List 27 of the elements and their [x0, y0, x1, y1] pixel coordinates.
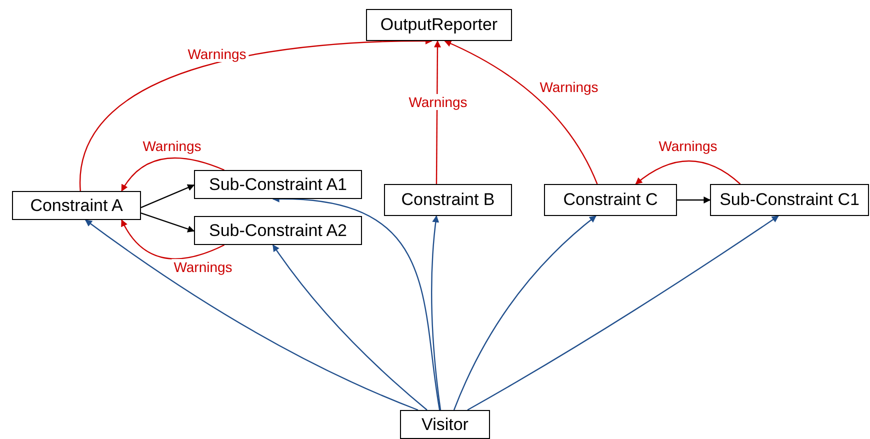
arrow: [467, 216, 779, 411]
edge-label: Warnings: [538, 79, 600, 95]
arrow: [434, 40, 441, 184]
arrow: [121, 219, 224, 260]
process-box: Sub-Constraint A2: [194, 216, 362, 245]
arrow: [272, 244, 428, 410]
edge-label: Warnings: [186, 46, 248, 62]
process-box: Constraint B: [384, 184, 512, 216]
edge-label: Warnings: [656, 138, 720, 154]
process-box: Constraint C: [544, 184, 677, 216]
arrow: [84, 220, 418, 411]
process-box: OutputReporter: [366, 9, 512, 41]
arrow: [140, 184, 195, 208]
arrow: [444, 40, 598, 184]
arrow: [140, 212, 195, 232]
edge-label: Warnings: [406, 94, 470, 110]
arrow: [677, 196, 711, 204]
process-box: Visitor: [400, 410, 490, 439]
arrow: [121, 158, 224, 192]
process-box: Sub-Constraint A1: [194, 170, 362, 199]
arrow: [635, 160, 741, 184]
process-box: Constraint A: [12, 191, 141, 220]
arrow: [453, 216, 596, 410]
process-box: Sub-Constraint C1: [710, 184, 869, 216]
edge-label: Warnings: [172, 259, 234, 275]
arrow: [431, 215, 442, 410]
edge-label: Warnings: [140, 138, 204, 154]
